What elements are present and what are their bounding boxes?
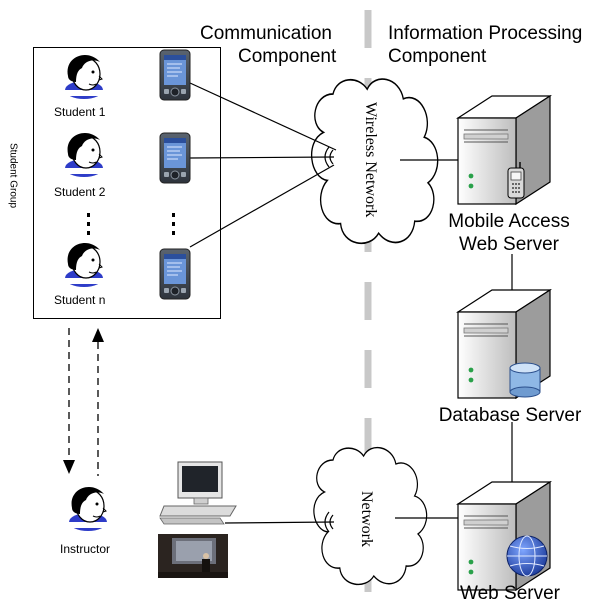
antenna-icon <box>324 146 334 533</box>
header-line: Information Processing <box>388 23 583 44</box>
header-line: Component <box>238 46 337 67</box>
ellipsis-dots <box>87 213 175 235</box>
wireless-links <box>189 82 513 524</box>
server-label-line: Mobile Access <box>448 211 570 232</box>
person-icon <box>68 486 108 532</box>
mobile-access-web-server-label: Mobile Access Web Server <box>424 210 594 256</box>
server-icon <box>457 95 551 205</box>
student-label: Student n <box>54 293 106 307</box>
desktop-computer-icon <box>159 461 237 525</box>
student-label: Student 2 <box>54 185 106 199</box>
student-group-box <box>33 47 221 319</box>
globe-icon <box>506 535 548 577</box>
communication-component-header: Communication Component <box>200 22 336 68</box>
student-label: Student 1 <box>54 105 106 119</box>
wireless-network-label: Wireless Network <box>362 102 379 218</box>
lecture-photo <box>158 534 228 578</box>
header-line: Component <box>388 46 487 67</box>
mobile-phone-icon <box>507 162 525 199</box>
network-label: Network <box>358 491 375 547</box>
arrow-up-icon <box>92 328 104 342</box>
information-processing-component-header: Information Processing Component <box>388 22 582 68</box>
header-line: Communication <box>200 23 332 44</box>
student-group-label: Student Group <box>7 142 19 209</box>
database-icon <box>509 362 541 398</box>
instructor-student-arrows <box>68 328 99 476</box>
database-server-label: Database Server <box>438 405 582 426</box>
web-server-label: Web Server <box>460 583 560 604</box>
instructor-label: Instructor <box>60 542 111 556</box>
server-label-line: Web Server <box>459 234 559 255</box>
arrow-down-icon <box>63 460 75 474</box>
